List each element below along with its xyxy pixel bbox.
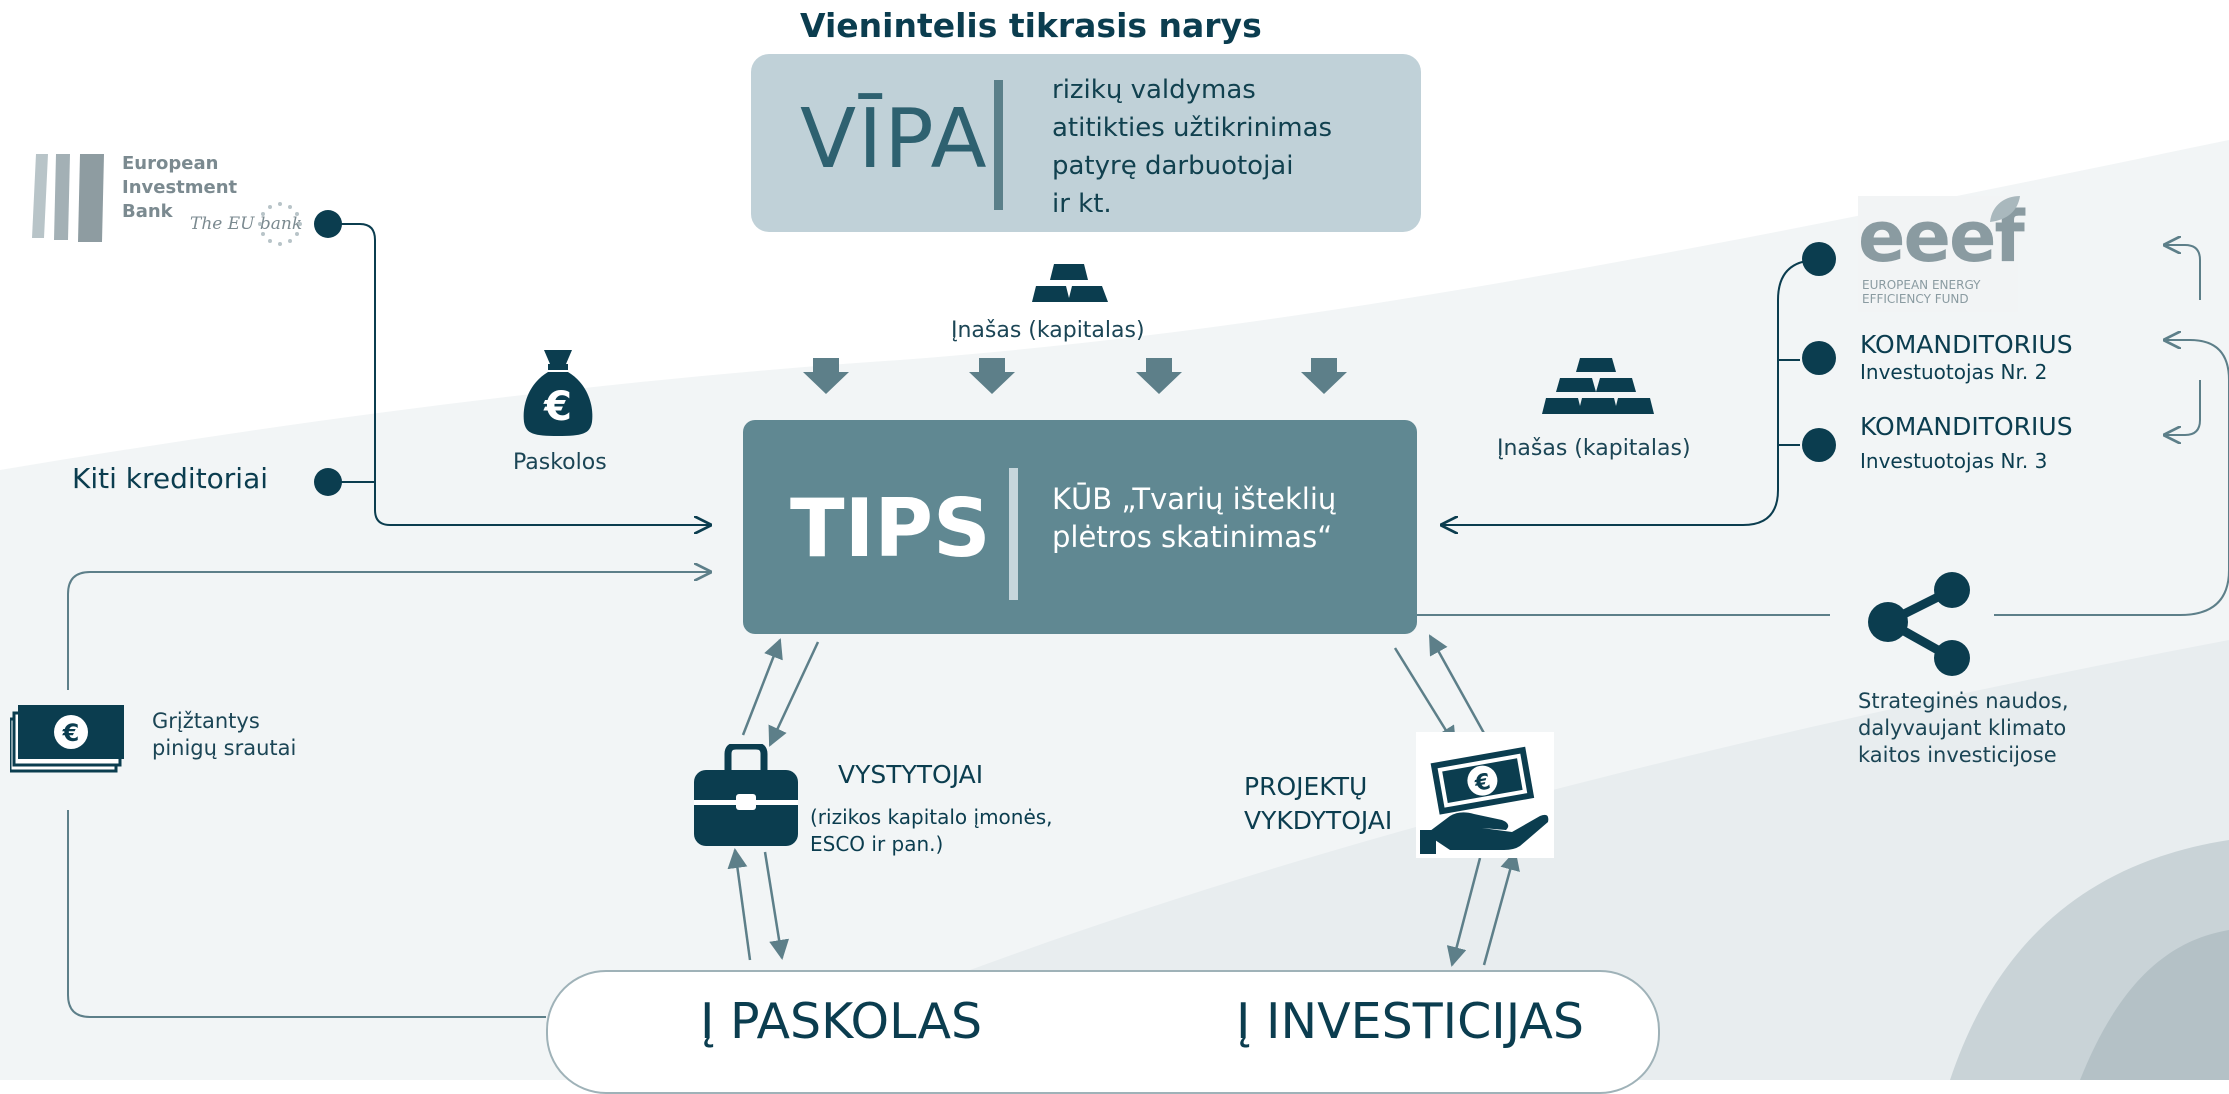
- investor-2-node: [1802, 341, 1836, 375]
- tips-box: [743, 420, 1417, 634]
- into-investments-label: Į INVESTICIJAS: [1236, 993, 1584, 1050]
- page-title: Vienintelis tikrasis narys: [800, 6, 1262, 45]
- vipa-item: patyrę darbuotojai: [1052, 151, 1294, 181]
- returning-line: pinigų srautai: [152, 736, 297, 760]
- svg-text:€: €: [543, 384, 572, 430]
- projects-line: VYKDYTOJAI: [1244, 806, 1393, 835]
- money-bag-euro-icon: €: [523, 350, 593, 436]
- svg-text:€: €: [1472, 769, 1492, 796]
- gold-bars-icon: [1032, 264, 1108, 302]
- developers-sub-line: (rizikos kapitalo įmonės,: [810, 805, 1053, 829]
- tips-divider: [1009, 468, 1018, 600]
- contribution-right-label: Įnašas (kapitalas): [1497, 436, 1691, 461]
- eeef-sub-line: EUROPEAN ENERGY: [1862, 278, 1981, 292]
- investor-3-node: [1802, 428, 1836, 462]
- vipa-divider: [994, 80, 1003, 210]
- strategic-line: dalyvaujant klimato: [1858, 716, 2067, 740]
- briefcase-icon: [694, 744, 798, 846]
- eeef-node: [1802, 242, 1836, 276]
- strategic-text: Strateginės naudos, dalyvaujant klimato …: [1858, 688, 2069, 769]
- share-icon: [1868, 572, 1970, 676]
- other-creditors-label: Kiti kreditoriai: [72, 462, 269, 495]
- eib-tagline: The EU bank: [190, 214, 303, 234]
- hand-money-icon: €: [1420, 746, 1549, 854]
- returning-text: Grįžtantys pinigų srautai: [152, 708, 296, 762]
- vipa-logo: VĪPA: [800, 92, 989, 187]
- developers-title: VYSTYTOJAI: [838, 760, 984, 789]
- vipa-list: rizikų valdymas atitikties užtikrinimas …: [1052, 71, 1332, 223]
- investor-3-sub: Investuotojas Nr. 3: [1860, 449, 2048, 473]
- eib-node: [314, 210, 342, 238]
- down-arrows: [803, 358, 1347, 394]
- tips-name-line: KŪB „Tvarių išteklių: [1052, 482, 1337, 516]
- eib-line: Investment: [122, 177, 238, 198]
- eeef-logo-bg: [1858, 196, 2018, 312]
- svg-text:€: €: [62, 719, 80, 747]
- loans-label: Paskolos: [513, 450, 607, 475]
- tips-name: TIPS: [790, 482, 991, 575]
- eeef-sub-line: EFFICIENCY FUND: [1862, 292, 1969, 306]
- creditors-node: [314, 468, 342, 496]
- vipa-item: ir kt.: [1052, 189, 1112, 219]
- destination-pill: [546, 970, 1660, 1094]
- eeef-sub: EUROPEAN ENERGY EFFICIENCY FUND: [1862, 278, 1980, 306]
- banknotes-euro-icon: €: [10, 705, 124, 773]
- eib-line: European: [122, 153, 219, 174]
- eib-line: Bank: [122, 201, 173, 222]
- investor-3-title: KOMANDITORIUS: [1860, 412, 2073, 441]
- tips-full-name: KŪB „Tvarių išteklių plėtros skatinimas“: [1052, 480, 1336, 556]
- into-loans-label: Į PASKOLAS: [700, 993, 983, 1050]
- contribution-top-label: Įnašas (kapitalas): [951, 318, 1145, 343]
- developers-sub: (rizikos kapitalo įmonės, ESCO ir pan.): [810, 804, 1053, 858]
- vipa-box: [751, 54, 1421, 232]
- strategic-line: kaitos investicijose: [1858, 743, 2057, 767]
- projects-text: PROJEKTŲ VYKDYTOJAI: [1244, 770, 1392, 838]
- returning-line: Grįžtantys: [152, 709, 260, 733]
- vipa-item: rizikų valdymas: [1052, 75, 1256, 105]
- eib-name: European Investment Bank: [122, 152, 237, 224]
- developers-sub-line: ESCO ir pan.): [810, 832, 944, 856]
- investor-2-sub: Investuotojas Nr. 2: [1860, 360, 2048, 384]
- tips-name-line: plėtros skatinimas“: [1052, 520, 1333, 554]
- investor-2-title: KOMANDITORIUS: [1860, 330, 2073, 359]
- leaf-icon: [1990, 196, 2020, 222]
- strategic-line: Strateginės naudos,: [1858, 689, 2069, 713]
- vipa-item: atitikties užtikrinimas: [1052, 113, 1333, 143]
- gold-bars-icon: [1542, 358, 1654, 414]
- eu-stars-icon: [258, 202, 302, 246]
- eib-logo-icon: [32, 154, 104, 242]
- projects-line: PROJEKTŲ: [1244, 772, 1368, 801]
